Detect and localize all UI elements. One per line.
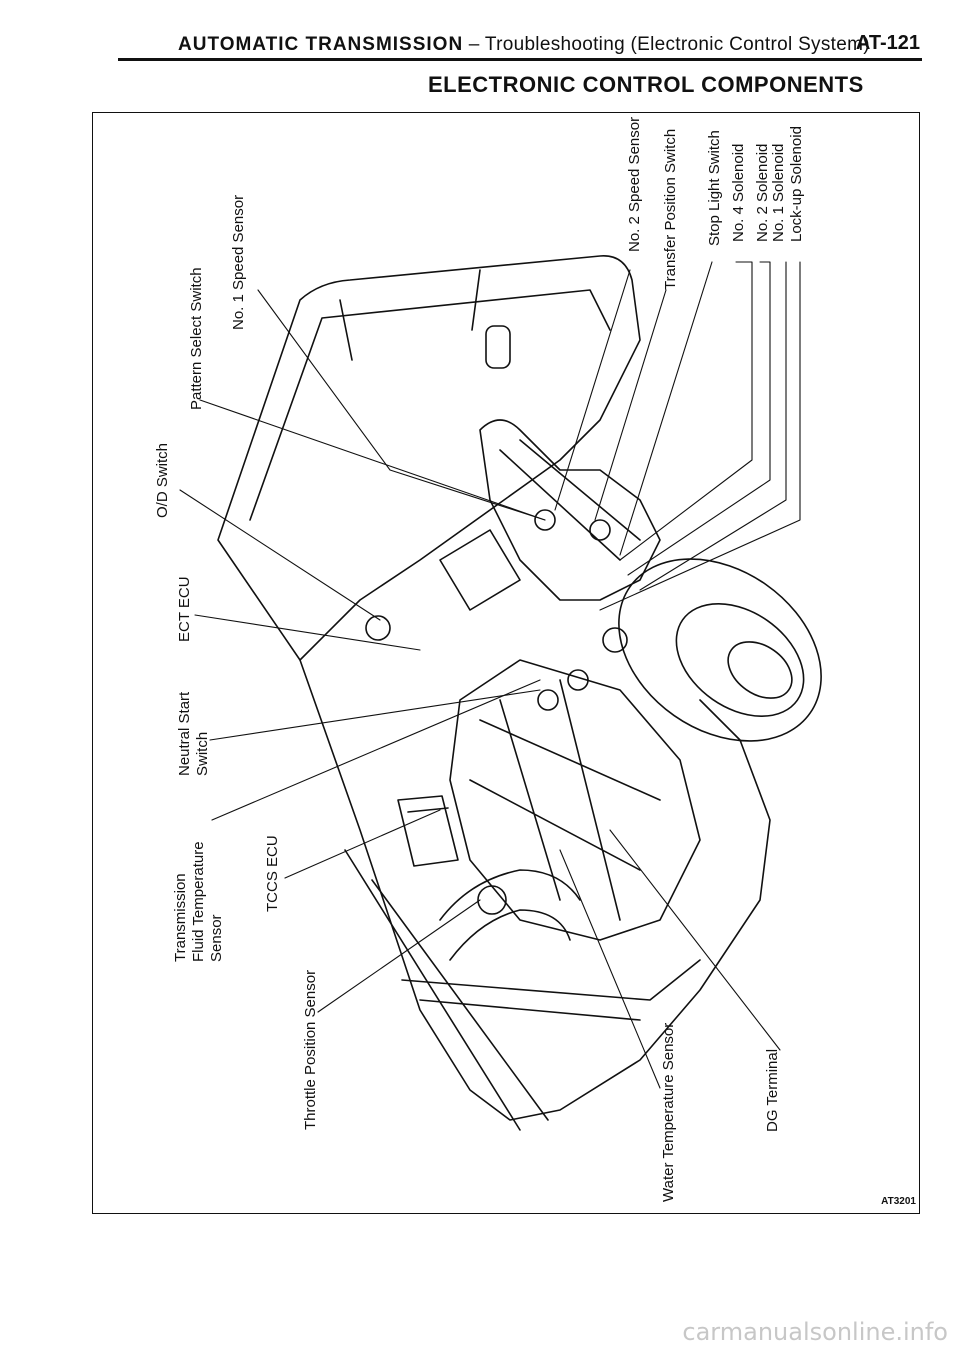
hood-latch — [485, 325, 511, 369]
connector-1 — [365, 615, 391, 641]
label-no1-speed-sensor: No. 1 Speed Sensor — [230, 194, 247, 330]
connector-3 — [589, 519, 611, 541]
label-fluid-temp-line2: Fluid Temperature — [190, 841, 207, 962]
tccs-ecu-line — [407, 807, 449, 813]
header-rule — [118, 58, 922, 61]
tire-hub — [727, 641, 793, 699]
label-throttle-position-sensor: Throttle Position Sensor — [302, 969, 319, 1130]
tire-outer — [618, 558, 822, 742]
tire-inner — [675, 603, 805, 717]
label-neutral-start-line2: Switch — [194, 731, 211, 776]
tccs-ecu-body — [397, 795, 459, 867]
header-subtitle: – Troubleshooting (Electronic Control Sy… — [468, 34, 870, 55]
transmission-ribs — [499, 439, 641, 561]
label-pattern-select-switch: Pattern Select Switch — [188, 267, 205, 410]
engine-details — [469, 679, 661, 921]
watermark: carmanualsonline.info — [682, 1318, 948, 1346]
label-lockup-solenoid: Lock-up Solenoid — [788, 126, 805, 242]
connector-4 — [602, 627, 628, 653]
label-transfer-position-switch: Transfer Position Switch — [662, 128, 679, 290]
diagram-frame — [92, 112, 920, 1214]
grille-lines — [401, 959, 701, 1021]
leader-lines — [179, 261, 801, 1089]
page-number: AT-121 — [855, 32, 920, 54]
intake-pipe — [439, 869, 581, 961]
label-ect-ecu: ECT ECU — [176, 576, 193, 642]
label-tccs-ecu: TCCS ECU — [264, 835, 281, 912]
hood-crease — [249, 289, 611, 521]
label-no4-solenoid: No. 4 Solenoid — [730, 143, 747, 242]
ecu-box — [439, 529, 521, 611]
connector-2 — [534, 509, 556, 531]
header-section: AUTOMATIC TRANSMISSION — [178, 34, 464, 55]
figure-code: AT3201 — [881, 1196, 916, 1207]
hood-outline — [217, 255, 641, 661]
label-dg-terminal: DG Terminal — [764, 1048, 781, 1132]
label-fluid-temp-line1: Transmission — [172, 873, 189, 962]
page-header: AUTOMATIC TRANSMISSION – Troubleshooting… — [178, 34, 870, 56]
hood-lines — [339, 269, 481, 361]
label-no1-solenoid: No. 1 Solenoid — [770, 143, 787, 242]
transmission-case — [479, 419, 661, 601]
label-od-switch: O/D Switch — [154, 442, 171, 518]
bumper-lines — [344, 849, 549, 1131]
connector-5 — [567, 669, 589, 691]
label-water-temperature-sensor: Water Temperature Sensor — [660, 1022, 677, 1202]
label-fluid-temp-line3: Sensor — [208, 914, 225, 962]
throttle-body — [477, 885, 507, 915]
label-no2-speed-sensor: No. 2 Speed Sensor — [626, 116, 643, 252]
label-neutral-start-line1: Neutral Start — [176, 691, 193, 776]
section-title: ELECTRONIC CONTROL COMPONENTS — [428, 72, 864, 97]
connector-6 — [537, 689, 559, 711]
engine-block — [449, 659, 701, 941]
label-stop-light-switch: Stop Light Switch — [706, 130, 723, 246]
